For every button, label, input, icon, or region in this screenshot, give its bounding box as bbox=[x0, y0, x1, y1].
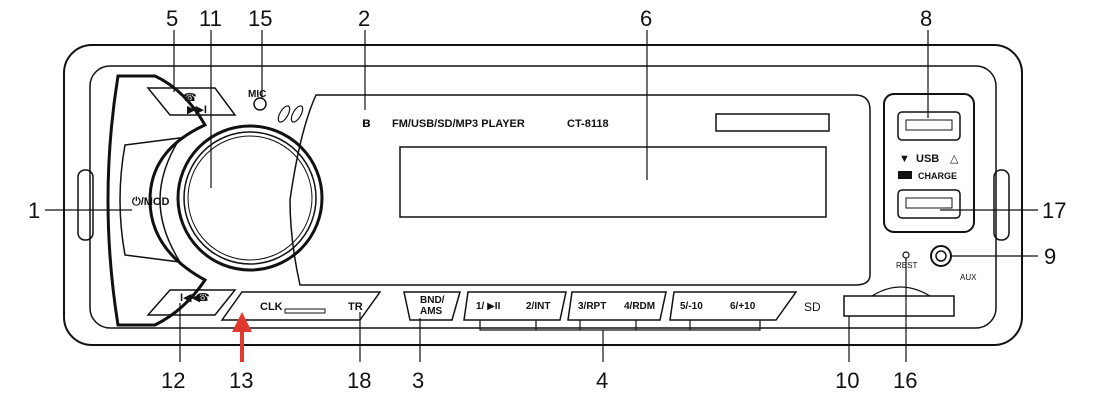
prev-track-button[interactable] bbox=[146, 289, 237, 316]
battery-icon bbox=[898, 171, 912, 179]
usb-label-right-icon: △ bbox=[950, 153, 959, 165]
callout-8: 8 bbox=[920, 6, 932, 31]
callout-9: 9 bbox=[1044, 244, 1056, 269]
mic-label: MIC bbox=[248, 89, 266, 100]
btn6-label: 6/+10 bbox=[730, 301, 756, 312]
callout-3: 3 bbox=[412, 368, 424, 393]
power-mode-label: ⏻/MOD bbox=[132, 195, 169, 208]
sd-card-slot[interactable] bbox=[843, 295, 955, 317]
callout-2: 2 bbox=[358, 6, 370, 31]
aux-jack-inner bbox=[935, 250, 947, 262]
preset-3-4-button[interactable] bbox=[567, 291, 667, 321]
prev-track-label: I◀◀ bbox=[180, 292, 201, 304]
clk-label: CLK bbox=[260, 301, 283, 313]
usb-port-top[interactable] bbox=[897, 111, 961, 141]
btn3-label: 3/RPT bbox=[578, 301, 606, 312]
display-panel bbox=[289, 94, 871, 286]
callout-5: 5 bbox=[166, 6, 178, 31]
btn1-label: 1/ ▶II bbox=[476, 301, 501, 312]
usb-port-bottom[interactable] bbox=[897, 189, 961, 219]
preset-5-6-button[interactable] bbox=[669, 291, 798, 321]
callout-1: 1 bbox=[28, 198, 40, 223]
bnd-ams-button[interactable] bbox=[403, 291, 461, 321]
next-track-label: ▶▶I bbox=[187, 104, 207, 116]
panel-slot-2 bbox=[290, 105, 304, 123]
usb-port-top-inner bbox=[905, 119, 953, 131]
panel-slot-1 bbox=[277, 105, 291, 123]
callout-11: 11 bbox=[199, 6, 222, 31]
left-clip bbox=[77, 169, 94, 241]
right-clip bbox=[993, 169, 1010, 241]
model-code: CT-8118 bbox=[567, 118, 609, 130]
clk-tr-divider bbox=[284, 308, 326, 314]
callout-4: 4 bbox=[596, 368, 608, 393]
tr-label: TR bbox=[348, 301, 363, 313]
aux-jack-outer[interactable] bbox=[930, 245, 952, 267]
reset-hole[interactable] bbox=[902, 251, 910, 259]
phone-answer-icon: ☎ bbox=[183, 92, 197, 104]
leader-4 bbox=[479, 320, 761, 362]
inner-frame bbox=[89, 65, 997, 329]
power-mode-button[interactable] bbox=[119, 137, 182, 263]
bnd-label: BND/ bbox=[420, 295, 445, 306]
usb-label-left-icon: ▼ bbox=[899, 153, 910, 165]
usb-label: USB bbox=[916, 153, 939, 165]
callout-12: 12 bbox=[161, 368, 185, 393]
btn4-label: 4/RDM bbox=[624, 301, 655, 312]
preset-1-2-button[interactable] bbox=[463, 291, 567, 321]
btn2-label: 2/INT bbox=[526, 301, 550, 312]
ir-window bbox=[715, 113, 830, 132]
mic-hole bbox=[253, 97, 267, 111]
callout-15: 15 bbox=[248, 6, 272, 31]
callout-10: 10 bbox=[835, 368, 859, 393]
callout-18: 18 bbox=[347, 368, 371, 393]
volume-knob-inner bbox=[183, 131, 317, 265]
btn5-label: 5/-10 bbox=[680, 301, 703, 312]
charge-label: CHARGE bbox=[918, 171, 957, 181]
sd-slot-notch bbox=[871, 286, 931, 297]
ams-label: AMS bbox=[420, 306, 443, 317]
volume-knob-face bbox=[187, 135, 313, 261]
callout-13: 13 bbox=[229, 368, 253, 393]
clk-tr-button[interactable] bbox=[220, 291, 382, 321]
outer-frame bbox=[63, 44, 1023, 346]
next-track-button[interactable] bbox=[146, 87, 237, 116]
highlight-arrow-head bbox=[232, 312, 252, 332]
phone-hangup-icon: ☎ bbox=[196, 292, 210, 304]
volume-knob-outer[interactable] bbox=[176, 124, 324, 272]
lcd-screen bbox=[399, 146, 827, 218]
callout-17: 17 bbox=[1042, 198, 1066, 223]
sd-label: SD bbox=[804, 300, 821, 314]
bluetooth-icon: ʙ bbox=[362, 114, 371, 130]
callout-16: 16 bbox=[893, 368, 917, 393]
usb-panel bbox=[883, 93, 975, 233]
reset-label: REST bbox=[896, 261, 917, 270]
model-title: FM/USB/SD/MP3 PLAYER bbox=[392, 118, 525, 130]
usb-port-bottom-inner bbox=[905, 197, 953, 209]
callout-6: 6 bbox=[640, 6, 652, 31]
aux-label: AUX bbox=[960, 273, 977, 282]
